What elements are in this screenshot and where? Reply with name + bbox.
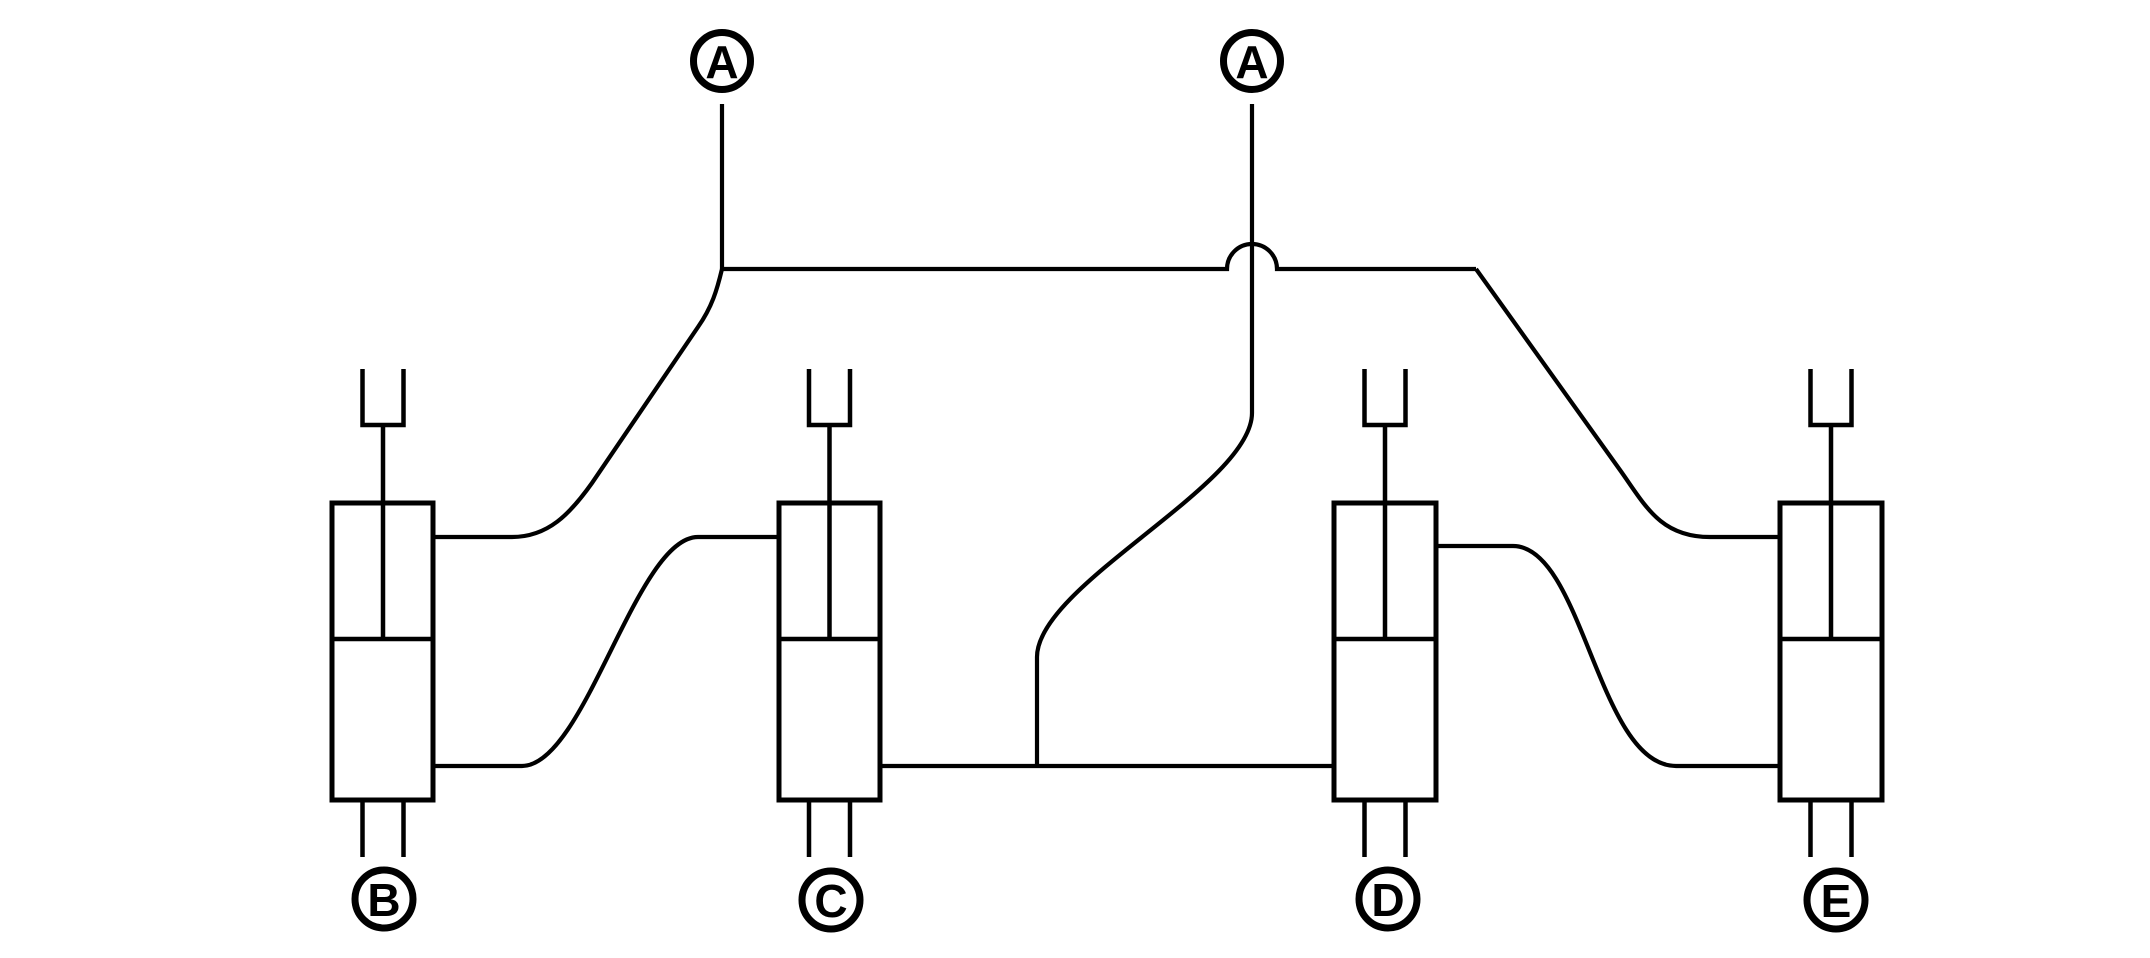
callout-a-left-text: A: [705, 36, 738, 88]
callout-a-left: A: [690, 29, 754, 93]
cylinder-d-clevis: [1362, 369, 1408, 428]
line-d-upper-to-e-lower: [1436, 543, 1780, 769]
pipe-lines: [433, 104, 1780, 769]
callout-a-right-circle: [1220, 29, 1284, 93]
cylinder-e-clevis: [1808, 369, 1854, 428]
line-top-manifold-with-bridge: [722, 241, 1476, 272]
callout-e: E: [1803, 867, 1869, 933]
cylinder-d-body: [1331, 500, 1439, 803]
callout-b-circle: [351, 866, 417, 932]
line-a-right-stem-to-bottom-manifold: [1034, 104, 1255, 766]
cylinder-b-body: [329, 500, 436, 803]
callout-d-circle: [1355, 866, 1421, 932]
callout-a-right: A: [1220, 29, 1284, 93]
callout-b: B: [351, 866, 417, 932]
cylinder-c-body: [776, 500, 883, 803]
line-top-manifold-to-b-upper-port: [433, 268, 725, 540]
cylinder-b-clevis: [360, 369, 406, 428]
cylinder-c: [776, 369, 883, 857]
callout-c: C: [798, 867, 864, 933]
cylinder-d: [1331, 369, 1439, 857]
callout-c-text: C: [814, 875, 847, 927]
callout-d: D: [1355, 866, 1421, 932]
callout-a-left-circle: [690, 29, 754, 93]
callout-b-text: B: [367, 874, 400, 926]
callout-d-text: D: [1371, 874, 1404, 926]
line-top-manifold-to-e-upper-port: [1474, 267, 1780, 540]
cylinder-b: [329, 369, 436, 857]
cylinder-c-clevis: [806, 369, 853, 428]
callout-a-right-text: A: [1235, 36, 1268, 88]
callout-e-text: E: [1821, 875, 1852, 927]
callout-e-circle: [1803, 867, 1869, 933]
cylinder-e: [1777, 369, 1885, 857]
line-b-lower-to-c-upper: [433, 534, 779, 769]
cylinder-e-body: [1777, 500, 1885, 803]
callout-c-circle: [798, 867, 864, 933]
